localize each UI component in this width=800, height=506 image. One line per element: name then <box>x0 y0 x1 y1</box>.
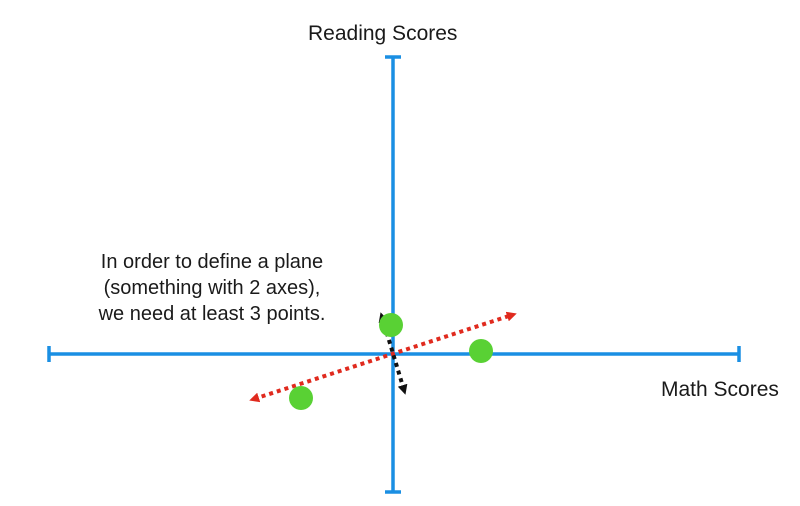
point-lower-left <box>289 386 313 410</box>
annotation-line: we need at least 3 points. <box>98 303 326 325</box>
point-right <box>469 339 493 363</box>
red-dotted-arrow <box>249 311 517 403</box>
y-axis <box>385 55 401 494</box>
y-axis-label: Reading Scores <box>308 22 458 45</box>
annotation-line: In order to define a plane <box>100 251 324 273</box>
point-upper-center <box>379 313 403 337</box>
annotation-text: In order to define a plane (something wi… <box>62 249 362 327</box>
x-axis-label: Math Scores <box>661 378 779 401</box>
annotation-line: (something with 2 axes), <box>103 277 321 299</box>
